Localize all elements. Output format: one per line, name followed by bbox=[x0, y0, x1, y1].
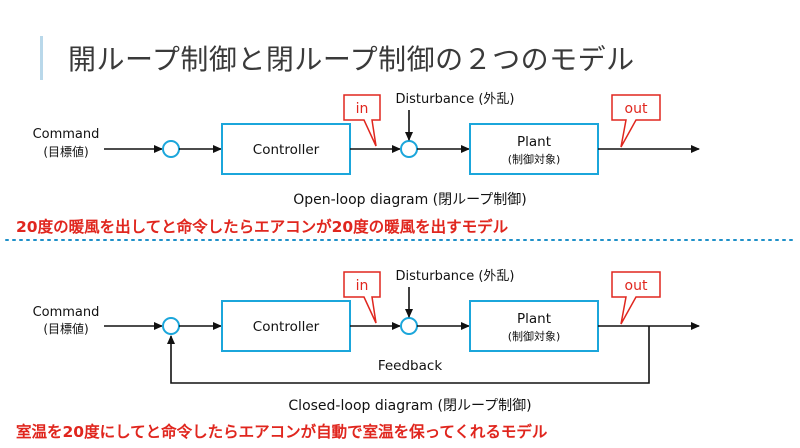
open-disturbance-label: Disturbance (外乱) bbox=[396, 92, 515, 107]
closed-plant-label: Plant bbox=[517, 311, 551, 327]
closed-out-callout bbox=[611, 271, 661, 325]
open-loop-caption: Open-loop diagram (閉ループ制御) bbox=[293, 192, 527, 208]
title-accent-bar bbox=[40, 36, 43, 80]
open-plant-label: Plant bbox=[517, 134, 551, 150]
open-command-sub: (目標値) bbox=[43, 144, 88, 159]
closed-out-label: out bbox=[625, 278, 648, 294]
closed-loop-diagram: Command (目標値) Controller Disturbance (外乱… bbox=[33, 269, 700, 414]
open-in-label: in bbox=[356, 101, 369, 117]
closed-plant-sub: (制御対象) bbox=[508, 329, 561, 343]
closed-disturbance-label: Disturbance (外乱) bbox=[396, 269, 515, 284]
open-in-callout bbox=[343, 94, 381, 147]
open-loop-diagram: Command (目標値) Controller Disturbance (外乱… bbox=[33, 92, 700, 208]
open-out-label: out bbox=[625, 101, 648, 117]
closed-controller-box bbox=[221, 300, 351, 352]
open-controller-label: Controller bbox=[253, 142, 320, 158]
closed-summing-junction-1 bbox=[162, 317, 180, 335]
open-controller-box bbox=[221, 123, 351, 175]
closed-command-sub: (目標値) bbox=[43, 321, 88, 336]
open-plant-sub: (制御対象) bbox=[508, 152, 561, 166]
closed-summing-junction-2 bbox=[400, 317, 418, 335]
open-loop-note: 20度の暖風を出してと命令したらエアコンが20度の暖風を出すモデル bbox=[16, 218, 509, 236]
open-out-callout bbox=[611, 94, 661, 148]
closed-command-label: Command bbox=[33, 305, 100, 320]
closed-in-callout bbox=[343, 271, 381, 324]
page-title: 開ループ制御と閉ループ制御の２つのモデル bbox=[68, 43, 635, 76]
feedback-label: Feedback bbox=[378, 358, 442, 374]
open-summing-junction-2 bbox=[400, 140, 418, 158]
closed-loop-note: 室温を20度にしてと命令したらエアコンが自動で室温を保ってくれるモデル bbox=[16, 423, 548, 441]
open-command-label: Command bbox=[33, 127, 100, 142]
closed-in-label: in bbox=[356, 278, 369, 294]
closed-loop-caption: Closed-loop diagram (閉ループ制御) bbox=[288, 398, 531, 414]
feedback-path bbox=[167, 326, 650, 384]
closed-controller-label: Controller bbox=[253, 319, 320, 335]
open-summing-junction-1 bbox=[162, 140, 180, 158]
